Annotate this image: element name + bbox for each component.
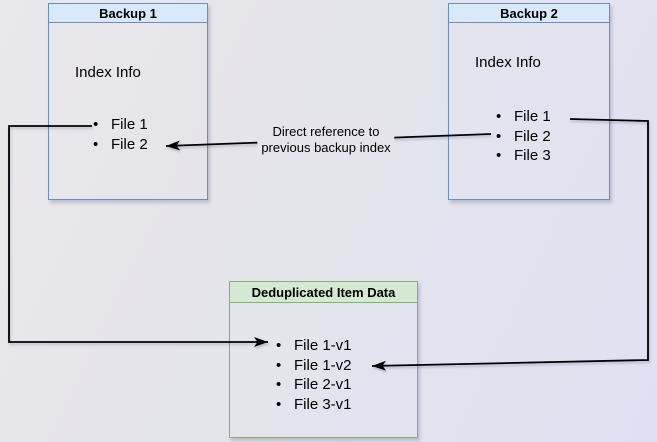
backup-1-subtitle: Index Info (75, 64, 141, 81)
bullet-icon: • (276, 376, 282, 393)
list-item: • File 1-v2 (276, 356, 352, 376)
list-item: • File 3-v1 (276, 395, 352, 415)
backup-1-node: Backup 1 Index Info • File 1 • File 2 (48, 3, 208, 200)
list-item: • File 2 (93, 135, 148, 155)
bullet-icon: • (496, 127, 502, 145)
file-label: File 2 (111, 136, 148, 153)
backup-2-title: Backup 2 (449, 4, 609, 23)
list-item: • File 3 (496, 146, 551, 166)
bullet-icon: • (496, 147, 502, 164)
list-item: • File 1 (93, 115, 148, 135)
list-item: • File 2 (496, 127, 551, 147)
backup-1-title: Backup 1 (49, 4, 207, 23)
bullet-icon: • (276, 395, 282, 413)
bullet-icon: • (276, 356, 282, 374)
bullet-icon: • (93, 136, 99, 153)
file-label: File 3-v1 (294, 395, 352, 413)
edge-label-line1: Direct reference to (272, 124, 380, 139)
list-item: • File 1 (496, 107, 551, 127)
backup-1-file-list: • File 1 • File 2 (93, 115, 148, 155)
backup-2-subtitle: Index Info (475, 54, 541, 71)
file-label: File 1-v2 (294, 356, 352, 374)
dedup-title: Deduplicated Item Data (230, 282, 417, 303)
file-label: File 2-v1 (294, 376, 352, 393)
backup-2-file-list: • File 1 • File 2 • File 3 (496, 107, 551, 166)
list-item: • File 2-v1 (276, 375, 352, 395)
list-item: • File 1-v1 (276, 336, 352, 356)
file-label: File 1 (514, 108, 551, 125)
bullet-icon: • (276, 337, 282, 354)
backup-2-node: Backup 2 Index Info • File 1 • File 2 • Fil… (448, 3, 610, 200)
file-label: File 2 (514, 127, 551, 145)
dedup-file-list: • File 1-v1 • File 1-v2 • File 2-v1 • File 3… (276, 336, 352, 414)
file-label: File 3 (514, 147, 551, 164)
deduplicated-item-data-node: Deduplicated Item Data • File 1-v1 • File … (229, 281, 418, 438)
bullet-icon: • (93, 116, 99, 133)
bullet-icon: • (496, 108, 502, 125)
file-label: File 1-v1 (294, 337, 352, 354)
edge-label-line2: previous backup index (261, 140, 391, 155)
edge-label-direct-reference: Direct reference to previous backup inde… (257, 123, 395, 157)
file-label: File 1 (111, 116, 148, 133)
